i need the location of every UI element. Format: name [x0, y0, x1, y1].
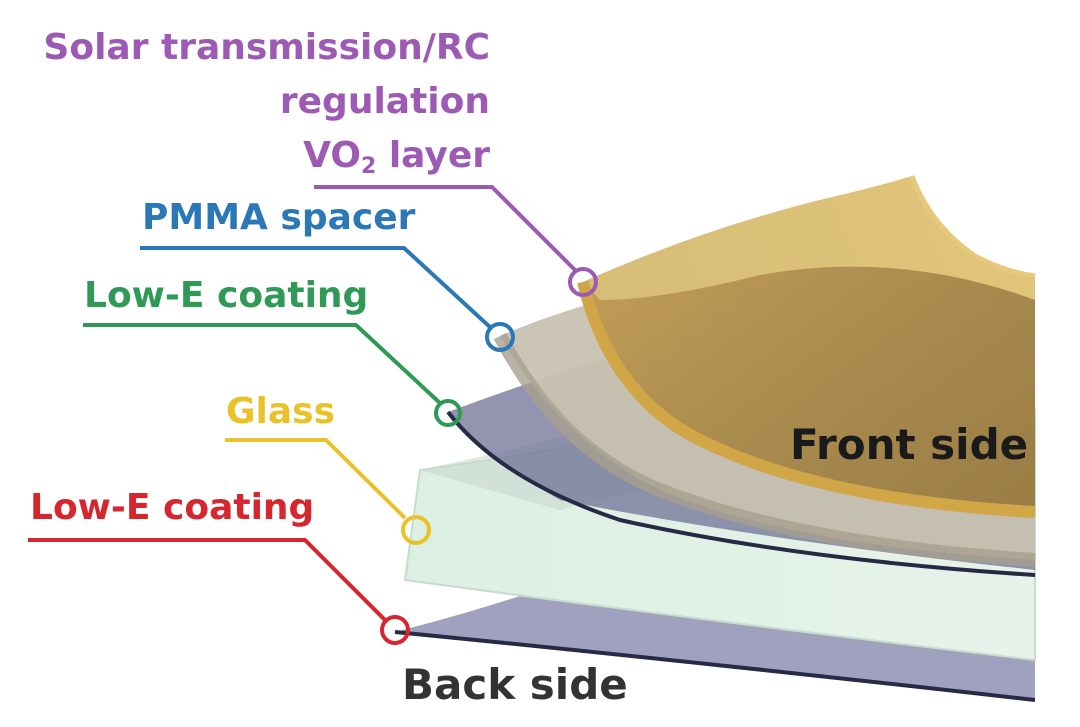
vo2-curl-edge — [909, 175, 1036, 279]
vo2-formula-subscript: 2 — [360, 154, 377, 179]
vo2-label-line1: Solar transmission/RC — [43, 27, 490, 68]
top-lowe-edge — [446, 410, 1036, 577]
front-side-label: Front side — [790, 420, 1029, 469]
vo2-label-line2: regulation — [279, 81, 490, 122]
lowe-bottom-leader-line — [28, 538, 387, 622]
lowe-top-leader-line — [83, 323, 443, 406]
vo2-formula-prefix: VO — [303, 135, 361, 176]
lowe-top-label: Low-E coating — [84, 275, 369, 316]
vo2-formula-suffix: layer — [376, 135, 490, 176]
pmma-spacer-edge — [493, 332, 1036, 567]
lowe-bottom-marker-circle — [380, 615, 410, 645]
vo2-layer-top — [583, 176, 1035, 300]
back-side-label: Back side — [402, 660, 628, 709]
lowe-bottom-label: Low-E coating — [30, 487, 315, 528]
glass-marker-circle — [401, 515, 431, 545]
pmma-leader-line — [140, 246, 493, 330]
lowe-top-marker-circle — [434, 399, 462, 427]
glass-label: Glass — [226, 391, 336, 432]
vo2-leader-line — [314, 185, 577, 272]
vo2-layer-label: VO2 layer — [303, 134, 490, 178]
pmma-spacer-label: PMMA spacer — [142, 197, 416, 238]
glass-leader-line — [225, 438, 407, 520]
vo2-marker-circle — [568, 267, 598, 297]
vo2-layer-edge — [577, 280, 1036, 518]
back-lowe-edge — [394, 630, 1036, 702]
pmma-marker-circle — [485, 322, 515, 352]
